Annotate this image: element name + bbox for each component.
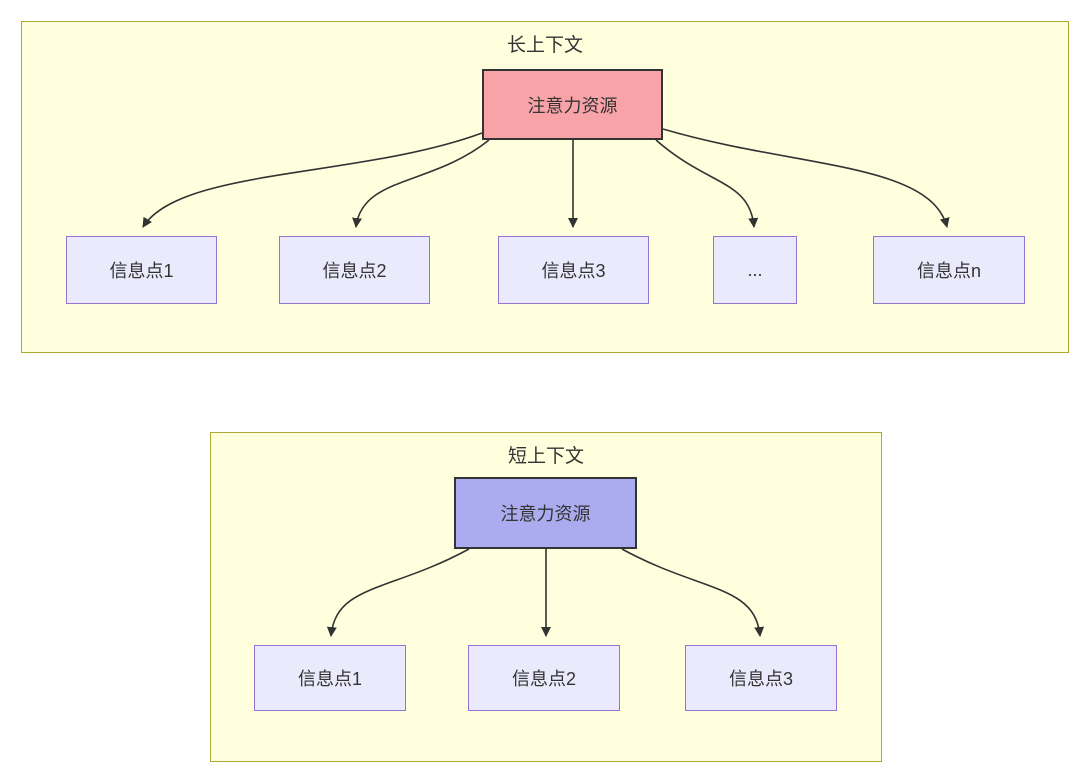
long-info-node-ellipsis: ... <box>713 236 797 304</box>
short-context-title: 短上下文 <box>507 446 584 467</box>
long-info-node-1: 信息点1 <box>66 236 217 304</box>
short-info-node-3: 信息点3 <box>685 645 837 711</box>
long-info-node-n: 信息点n <box>873 236 1025 304</box>
short-attention-node: 注意力资源 <box>454 477 637 549</box>
long-info-node-3: 信息点3 <box>498 236 649 304</box>
long-context-title: 长上下文 <box>506 35 583 56</box>
short-info-node-2: 信息点2 <box>468 645 620 711</box>
long-info-node-2: 信息点2 <box>279 236 430 304</box>
long-attention-node: 注意力资源 <box>482 69 663 140</box>
short-info-node-1: 信息点1 <box>254 645 406 711</box>
